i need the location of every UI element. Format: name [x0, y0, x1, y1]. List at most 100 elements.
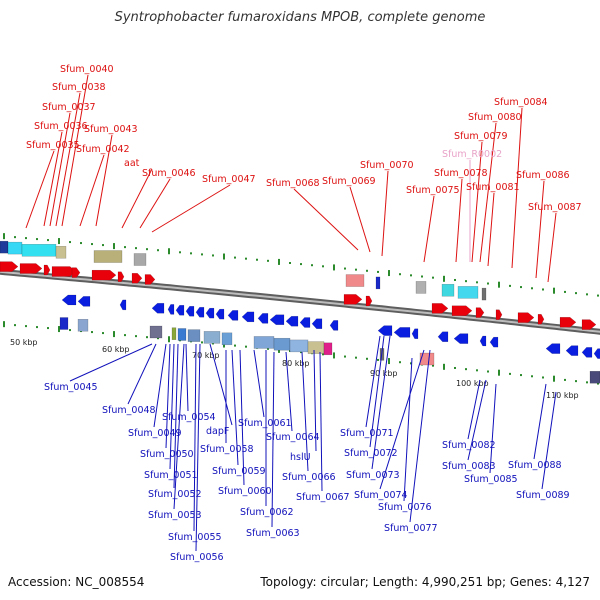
tick — [509, 372, 511, 375]
reverse-gene-arrow — [593, 348, 600, 359]
forward-gene-arrow — [581, 319, 597, 330]
top-gene-label-text: Sfum_0047 — [202, 174, 256, 185]
top-gene-label: Sfum_0086 — [516, 170, 570, 279]
bottom-gene-label: Sfum_0061 — [238, 349, 292, 429]
bottom-gene-label: Sfum_0085 — [464, 383, 518, 485]
label-leader-line — [533, 383, 547, 460]
top-gene-label-text: Sfum_0046 — [142, 168, 196, 179]
bottom-gene-label-text: Sfum_0051 — [144, 470, 198, 481]
feature-block — [187, 329, 201, 342]
tick — [399, 273, 401, 276]
top-gene-label: Sfum_R0002 — [442, 149, 502, 262]
label-leader-line — [239, 349, 245, 486]
label-leader-line — [153, 343, 167, 428]
top-gene-label: Sfum_0081 — [466, 182, 520, 267]
tick — [322, 265, 324, 268]
label-leader-line — [231, 349, 239, 466]
bottom-gene-label: Sfum_0056 — [170, 343, 224, 563]
tick — [212, 342, 214, 345]
tick — [267, 347, 269, 350]
top-gene-label-text: Sfum_0081 — [466, 182, 520, 193]
feature-block — [203, 331, 221, 344]
tick — [564, 290, 566, 293]
label-leader-line — [185, 343, 189, 412]
bottom-gene-label-text: Sfum_0056 — [170, 552, 224, 563]
bottom-gene-label-text: Sfum_0049 — [128, 428, 182, 439]
label-leader-line — [547, 212, 557, 283]
tick — [476, 369, 478, 372]
tick — [3, 233, 5, 240]
forward-gene-arrow — [91, 269, 117, 281]
tick — [223, 253, 225, 260]
label-leader-line — [489, 383, 497, 474]
tick — [168, 248, 170, 255]
label-leader-line — [173, 343, 185, 510]
kbp-scale-label: 80 kbp — [282, 359, 310, 368]
reverse-gene-arrow — [437, 331, 449, 342]
reverse-gene-arrow — [195, 306, 205, 318]
feature-block — [171, 327, 177, 340]
tick — [421, 275, 423, 278]
bottom-gene-label: Sfum_0073 — [346, 335, 400, 481]
bottom-gene-label-text: Sfum_0053 — [148, 510, 202, 521]
label-leader-line — [455, 178, 463, 263]
tick — [531, 375, 533, 378]
tick — [80, 242, 82, 245]
label-leader-line — [209, 343, 233, 426]
bottom-gene-label: Sfum_0064 — [266, 351, 320, 443]
bottom-gene-label-text: Sfum_0064 — [266, 432, 320, 443]
feature-block — [345, 274, 365, 287]
label-leader-line — [25, 150, 55, 229]
tick — [168, 336, 170, 343]
tick — [135, 247, 137, 250]
label-leader-line — [127, 343, 157, 405]
tick — [289, 262, 291, 265]
figure-title: Syntrophobacter fumaroxidans MPOB, compl… — [114, 10, 486, 25]
top-gene-label: Sfum_0075 — [406, 185, 460, 263]
tick — [355, 268, 357, 271]
tick — [256, 258, 258, 261]
top-gene-label-text: Sfum_R0002 — [442, 149, 502, 160]
bottom-gene-label-text: Sfum_0062 — [240, 507, 294, 518]
kbp-scale-label: 60 kbp — [102, 345, 130, 354]
tick — [344, 355, 346, 358]
bottom-gene-label-text: Sfum_0082 — [442, 440, 496, 451]
feature-block — [441, 283, 455, 297]
tick — [388, 270, 390, 277]
bottom-gene-label-text: Sfum_0074 — [354, 490, 408, 501]
feature-block — [375, 276, 381, 290]
feature-block — [457, 286, 479, 299]
top-gene-label-text: Sfum_0069 — [322, 176, 376, 187]
forward-gene-arrow — [71, 267, 81, 278]
bottom-gene-label-text: Sfum_0063 — [246, 528, 300, 539]
tick — [575, 380, 577, 383]
label-leader-line — [55, 92, 81, 227]
feature-block — [323, 342, 333, 356]
tick — [509, 284, 511, 287]
bottom-gene-label: Sfum_0050 — [140, 343, 194, 460]
tick — [443, 363, 445, 370]
label-leader-line — [271, 351, 275, 528]
bottom-gene-label: Sfum_0077 — [384, 349, 438, 534]
bottom-gene-label-text: Sfum_0085 — [464, 474, 518, 485]
tick — [498, 369, 500, 376]
top-gene-label: Sfum_0087 — [528, 202, 582, 283]
label-leader-line — [371, 335, 391, 470]
tick — [322, 353, 324, 356]
tick — [25, 237, 27, 240]
top-gene-label-text: Sfum_0038 — [52, 82, 106, 93]
top-gene-label: Sfum_0070 — [360, 160, 414, 257]
tick — [465, 368, 467, 371]
label-leader-line — [467, 379, 487, 461]
bottom-gene-label: Sfum_0055 — [168, 343, 222, 543]
tick — [443, 275, 445, 282]
label-leader-line — [471, 141, 483, 263]
label-leader-line — [173, 343, 179, 489]
tick — [113, 331, 115, 338]
top-gene-label-text: Sfum_0075 — [406, 185, 460, 196]
top-gene-label-text: Sfum_0080 — [468, 112, 522, 123]
tick — [586, 381, 588, 384]
forward-gene-arrow — [495, 309, 503, 320]
label-leader-line — [193, 343, 197, 532]
